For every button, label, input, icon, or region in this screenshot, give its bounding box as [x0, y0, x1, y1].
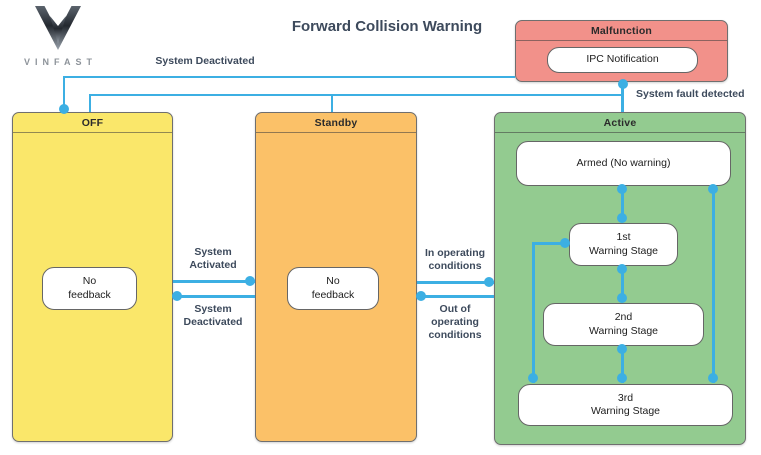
transition-label-in-operating-conditions: In operating conditions	[424, 247, 486, 272]
substate-off-no-feedback: No feedback	[42, 267, 137, 310]
state-off-title: OFF	[13, 113, 172, 133]
transition-endpoint-dot-malfunction	[618, 79, 628, 89]
state-malfunction: Malfunction IPC Notification	[515, 20, 728, 82]
transition-endpoint-dot-stage2-top	[617, 293, 627, 303]
substate-armed: Armed (No warning)	[516, 141, 731, 186]
transition-endpoint-dot-standby-return	[416, 291, 426, 301]
transition-endpoint-dot-standby-entry	[245, 276, 255, 286]
transition-line-standby-to-active	[417, 281, 494, 284]
transition-line-malfunction-to-off-drop	[63, 76, 65, 112]
vinfast-logo: VINFAST	[10, 6, 106, 67]
transition-line-active-to-standby	[417, 295, 494, 298]
transition-label-system-activated: System Activated	[189, 246, 237, 271]
transition-endpoint-dot-off-entry	[172, 291, 182, 301]
transition-line-off-to-standby	[173, 280, 255, 283]
transition-line-malfunction-to-off	[63, 76, 515, 78]
transition-endpoint-dot-stage3-left	[528, 373, 538, 383]
substate-warning-stage-1: 1st Warning Stage	[569, 223, 678, 266]
transition-label-out-of-operating-conditions: Out of operating conditions	[428, 303, 482, 341]
vinfast-v-icon	[35, 6, 81, 50]
transition-line-fault-to-malfunction	[621, 82, 624, 112]
state-off: OFF No feedback	[12, 112, 173, 442]
transition-label-system-fault-detected: System fault detected	[636, 88, 745, 100]
transition-endpoint-dot-stage1-left	[560, 238, 570, 248]
substate-standby-no-feedback: No feedback	[287, 267, 379, 310]
transition-endpoint-dot-stage1-bottom	[617, 264, 627, 274]
substate-warning-stage-3: 3rd Warning Stage	[518, 384, 733, 426]
transition-endpoint-dot-armed-bottom	[617, 184, 627, 194]
transition-line-stage2-to-stage3	[621, 345, 624, 383]
transition-endpoint-dot-stage1-top	[617, 213, 627, 223]
transition-line-armed-to-stage1	[621, 185, 624, 222]
substate-ipc-notification: IPC Notification	[547, 47, 698, 73]
transition-line-armed-to-stage3	[712, 185, 715, 383]
transition-line-fault-from-off	[89, 94, 91, 112]
state-malfunction-title: Malfunction	[516, 21, 727, 41]
transition-line-fault-bus	[89, 94, 624, 96]
transition-label-system-deactivated: System Deactivated	[183, 303, 243, 328]
vinfast-wordmark: VINFAST	[23, 57, 97, 67]
diagram-title: Forward Collision Warning	[291, 18, 483, 35]
substate-warning-stage-2: 2nd Warning Stage	[543, 303, 704, 346]
transition-line-stage1-to-stage3	[532, 242, 535, 383]
transition-line-stage1-to-stage2	[621, 265, 624, 302]
state-active: Active Armed (No warning) 1st Warning St…	[494, 112, 746, 445]
transition-line-standby-to-off	[173, 295, 255, 298]
state-standby-title: Standby	[256, 113, 416, 133]
transition-endpoint-dot-stage3-top	[617, 373, 627, 383]
transition-endpoint-dot-stage2-bottom	[617, 344, 627, 354]
transition-label-system-deactivated-top: System Deactivated	[155, 55, 255, 67]
transition-endpoint-dot-armed-right	[708, 184, 718, 194]
transition-line-fault-from-standby	[331, 94, 333, 112]
transition-endpoint-dot-stage3-right	[708, 373, 718, 383]
transition-endpoint-dot-active-entry	[484, 277, 494, 287]
state-standby: Standby No feedback	[255, 112, 417, 442]
state-active-title: Active	[495, 113, 745, 133]
transition-line-stage1-left-stub	[532, 242, 568, 245]
transition-endpoint-dot-off	[59, 104, 69, 114]
